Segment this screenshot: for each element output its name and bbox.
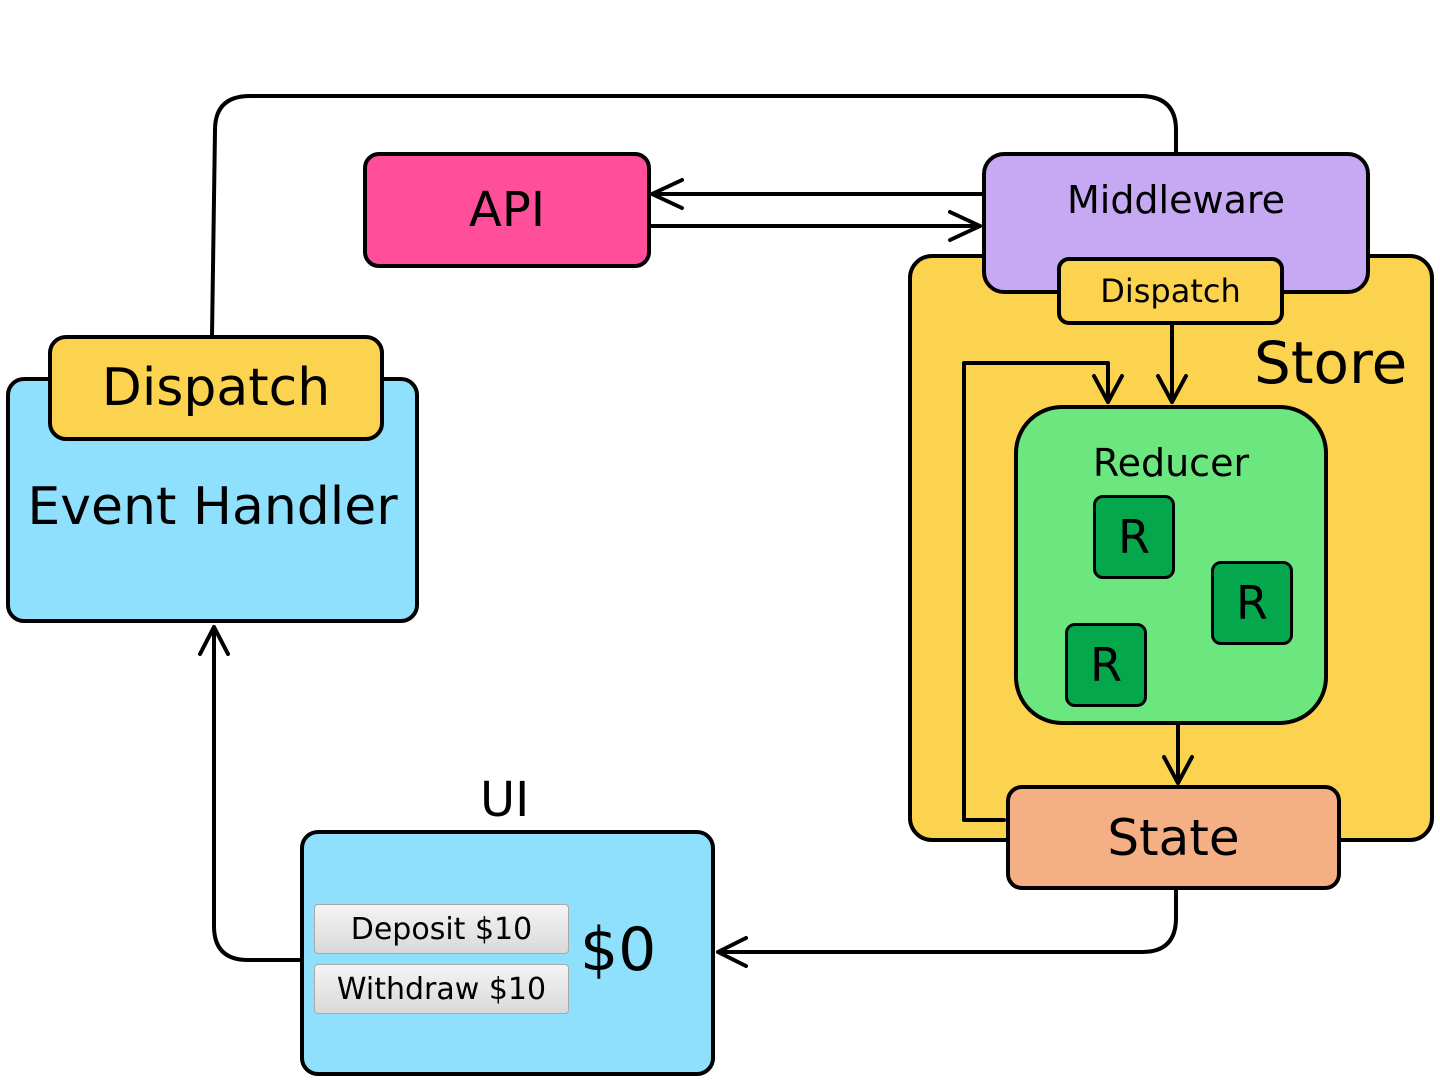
- event-handler-dispatch-box: Dispatch: [48, 335, 384, 441]
- api-label: API: [469, 182, 545, 238]
- deposit-button[interactable]: Deposit $10: [314, 904, 569, 954]
- store-dispatch-label: Dispatch: [1100, 272, 1241, 310]
- sub-reducer-label: R: [1118, 510, 1150, 564]
- reducer-label: Reducer: [1092, 441, 1250, 485]
- sub-reducer-box: R: [1093, 495, 1175, 579]
- balance-display: $0: [580, 915, 657, 985]
- ui-to-event-handler-arrow: [198, 625, 302, 962]
- store-dispatch-box: Dispatch: [1057, 257, 1284, 325]
- store-label: Store: [1254, 329, 1408, 397]
- withdraw-button[interactable]: Withdraw $10: [314, 964, 569, 1014]
- state-box: State: [1006, 785, 1341, 890]
- state-label: State: [1107, 808, 1240, 867]
- sub-reducer-label: R: [1236, 576, 1268, 630]
- event-handler-label: Event Handler: [27, 477, 398, 537]
- sub-reducer-box: R: [1065, 623, 1147, 707]
- state-to-ui-arrow: [716, 888, 1178, 968]
- api-box: API: [363, 152, 651, 268]
- sub-reducer-box: R: [1211, 561, 1293, 645]
- event-handler-box: Event Handler: [6, 377, 419, 623]
- api-to-middleware-arrow: [648, 210, 982, 242]
- sub-reducer-label: R: [1090, 638, 1122, 692]
- middleware-to-api-arrow: [650, 178, 986, 210]
- event-handler-dispatch-label: Dispatch: [101, 358, 331, 418]
- ui-title: UI: [480, 772, 530, 828]
- middleware-label: Middleware: [1066, 178, 1286, 222]
